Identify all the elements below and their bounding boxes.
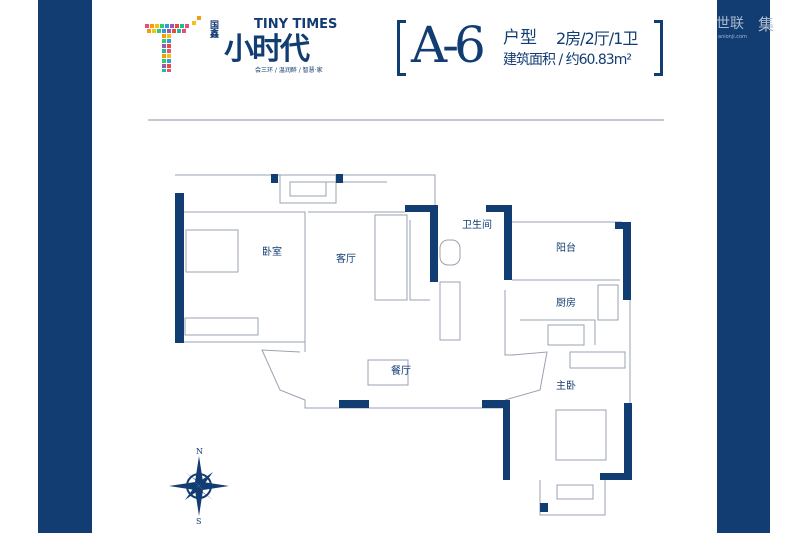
compass-icon xyxy=(169,456,229,516)
ac-bottom xyxy=(556,484,594,500)
unit-code: A-6 xyxy=(411,16,486,74)
logo-brand-cn: 国鑫 xyxy=(208,20,218,38)
logo-pixel xyxy=(167,59,171,63)
logo-pixel xyxy=(167,64,171,68)
logo-pixel xyxy=(197,16,201,20)
dining-table xyxy=(367,359,409,386)
logo-pixel xyxy=(182,29,186,33)
logo-pixel xyxy=(167,29,171,33)
sofa xyxy=(374,214,408,301)
logo-pixel xyxy=(175,24,179,28)
watermark-brand: 世联 xyxy=(716,16,744,32)
room-label-living: 客厅 xyxy=(336,254,356,265)
logo-pixel xyxy=(167,34,171,38)
logo-pixel xyxy=(150,24,154,28)
logo-pixel xyxy=(162,59,166,63)
room-label-bedroom: 卧室 xyxy=(262,247,282,258)
bed-left xyxy=(185,229,239,273)
logo-pixel xyxy=(162,34,166,38)
logo-name-en: TINY TIMES xyxy=(254,17,338,32)
left-blue-band xyxy=(38,0,92,533)
logo-pixel xyxy=(180,24,184,28)
logo-pixel xyxy=(152,29,156,33)
compass-north: N xyxy=(196,447,203,456)
logo-pixel xyxy=(162,64,166,68)
ac-top xyxy=(289,181,327,197)
unit-type-label: 户型 xyxy=(503,28,537,48)
stove xyxy=(547,324,585,346)
bracket-right xyxy=(654,20,663,76)
logo-pixel xyxy=(172,29,176,33)
logo-pixel xyxy=(162,69,166,72)
logo-pixel xyxy=(160,24,164,28)
logo-pixel xyxy=(162,44,166,48)
sink xyxy=(597,284,619,321)
watermark-site: anionji.com xyxy=(718,34,747,40)
logo-pixel xyxy=(170,24,174,28)
logo-pixel xyxy=(162,29,166,33)
room-label-kitchen: 厨房 xyxy=(556,298,576,309)
logo-pixel xyxy=(165,24,169,28)
logo-pixel xyxy=(157,29,161,33)
logo-tagline: 会三环 / 温润醉 / 智慧·家 xyxy=(255,67,323,74)
logo-pixel xyxy=(167,54,171,58)
room-label-bathroom: 卫生间 xyxy=(462,220,492,231)
bracket-left xyxy=(397,20,406,76)
logo-pixel xyxy=(155,24,159,28)
logo-pixel xyxy=(167,39,171,43)
outline xyxy=(175,174,631,516)
room-label-balcony: 阳台 xyxy=(556,243,576,254)
watermark-extra: 集 xyxy=(758,15,775,34)
logo-pixel xyxy=(192,21,196,25)
logo-pixel-grid xyxy=(145,16,201,72)
logo-pixel xyxy=(167,44,171,48)
logo-pixel xyxy=(162,54,166,58)
unit-area: 建筑面积 / 约60.83m² xyxy=(503,52,632,68)
logo-pixel xyxy=(167,69,171,72)
logo-pixel xyxy=(185,24,189,28)
logo-pixel xyxy=(145,24,149,28)
logo-pixel xyxy=(167,49,171,53)
toilet xyxy=(439,239,461,266)
logo-name-cn: 小时代 xyxy=(224,32,310,67)
logo-pixel xyxy=(162,49,166,53)
divider xyxy=(148,119,664,121)
room-label-master: 主卧 xyxy=(556,381,576,392)
bed-master xyxy=(555,409,607,461)
unit-layout: 2房/2厅/1卫 xyxy=(556,29,638,48)
room-label-dining: 餐厅 xyxy=(391,366,411,377)
logo-pixel xyxy=(147,29,151,33)
logo-pixel xyxy=(177,29,181,33)
compass-south: S xyxy=(196,517,202,526)
logo-pixel xyxy=(162,39,166,43)
right-blue-band xyxy=(717,0,770,533)
